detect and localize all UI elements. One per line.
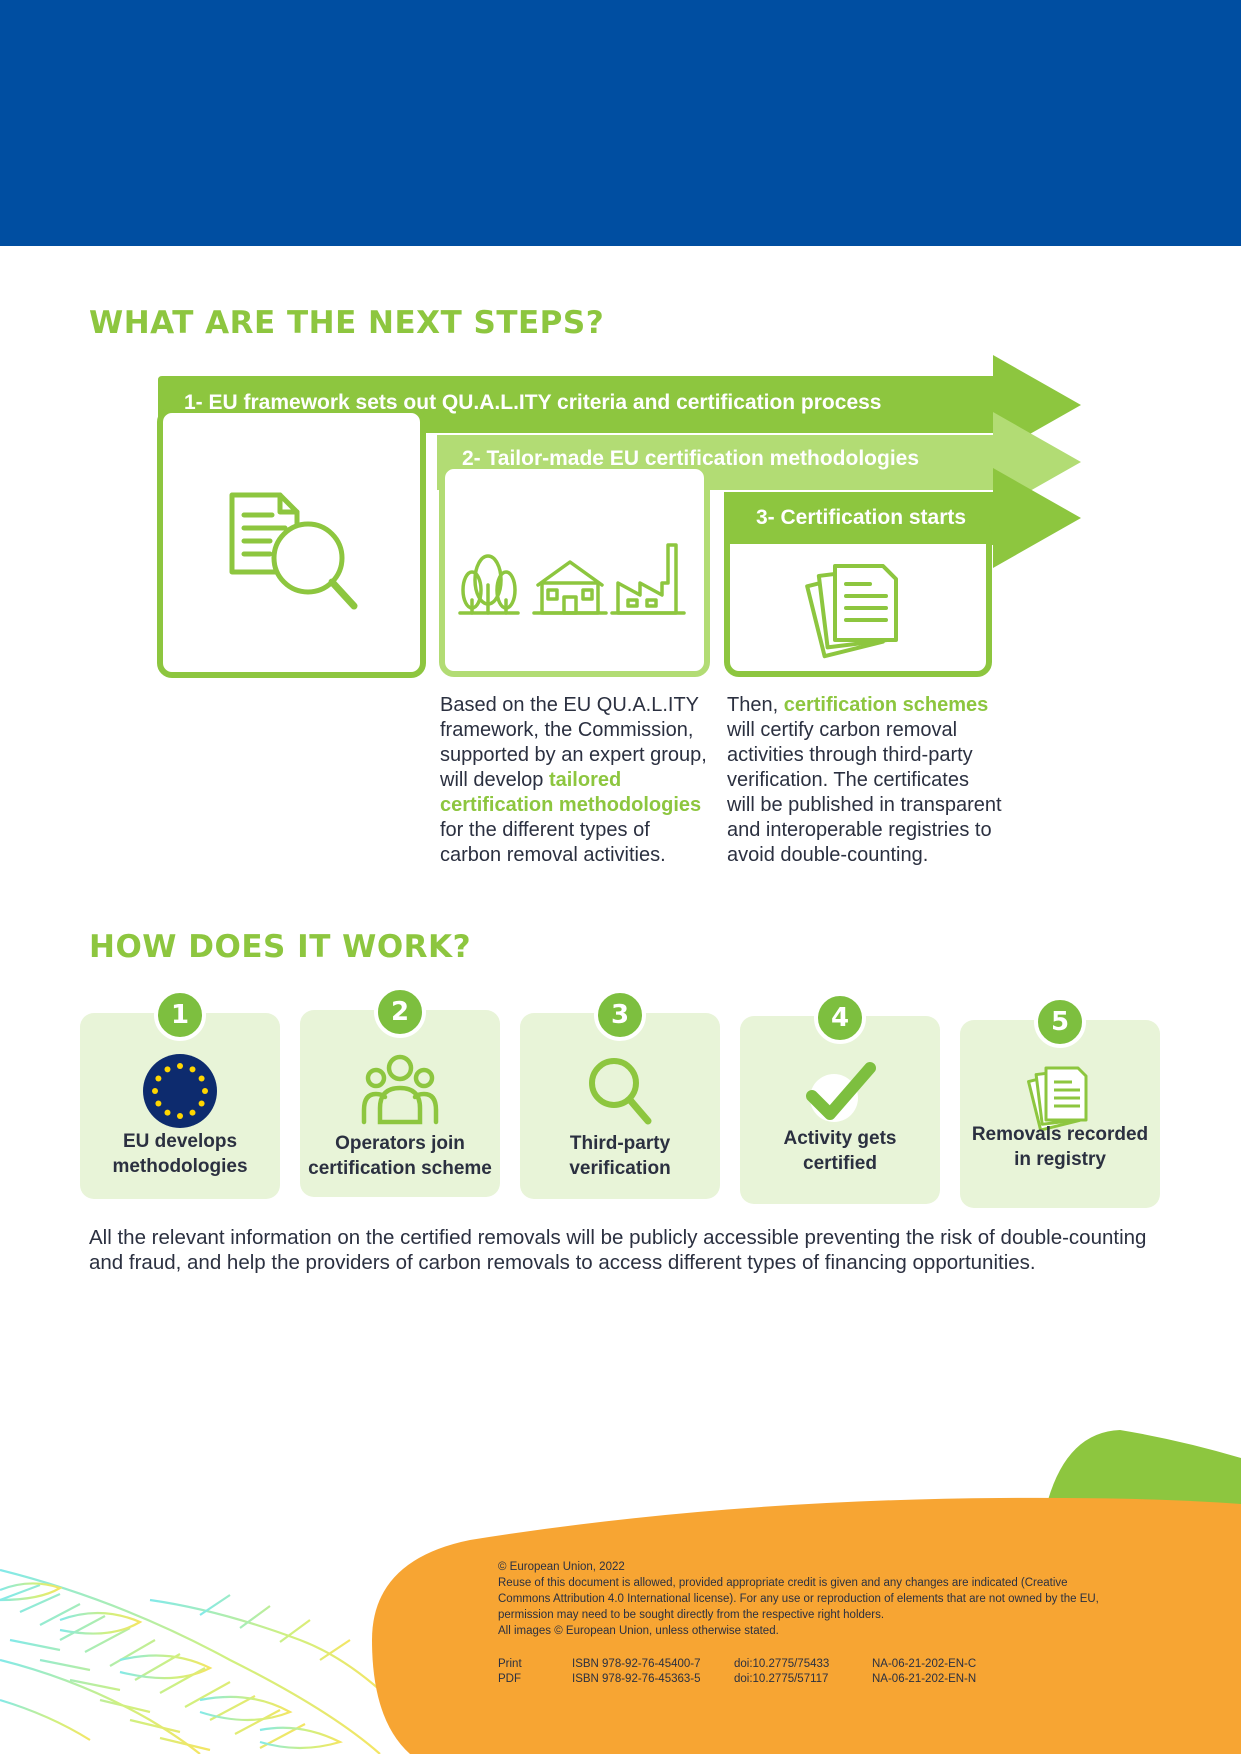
step-number-badge: 5: [1034, 996, 1086, 1048]
publication-row: Print ISBN 978-92-76-45400-7 doi:10.2775…: [498, 1658, 977, 1670]
decorative-footer: [0, 1430, 1241, 1754]
summary-text: All the relevant information on the cert…: [89, 1226, 1147, 1274]
top-blue-band: [0, 0, 1241, 246]
step-number-badge: 4: [814, 992, 866, 1044]
step2-description: Based on the EU QU.A.L.ITY framework, th…: [440, 694, 707, 866]
steps-diagram: [157, 355, 1081, 678]
images-credit-text: All images © European Union, unless othe…: [498, 1625, 779, 1637]
documents-stack-icon: [1027, 1066, 1088, 1132]
magnifier-icon: [589, 1058, 652, 1125]
trees-house-factory-icon: [458, 543, 686, 615]
green-leaf-shape: [1048, 1430, 1241, 1520]
leaf-pattern: [0, 1568, 381, 1754]
step-number-badge: 2: [374, 986, 426, 1038]
people-group-icon: [361, 1054, 439, 1125]
step3-description: Then, certification schemes will certify…: [727, 694, 1002, 866]
step3-highlight: certification schemes: [783, 694, 989, 716]
step2-highlight: tailored certification methodologies: [440, 769, 702, 816]
step2-box: [439, 463, 710, 677]
document-search-icon: [229, 492, 358, 610]
step-number-badge: 1: [154, 989, 206, 1041]
legal-notice: © European Union, 2022 Reuse of this doc…: [498, 1559, 1118, 1639]
step2-label: 2- Tailor-made EU certification methodol…: [462, 447, 920, 470]
eu-flag-icon: [143, 1054, 217, 1128]
documents-stack-icon: [805, 564, 898, 659]
step1-label: 1- EU framework sets out QU.A.L.ITY crit…: [184, 391, 882, 414]
publication-info-table: Print ISBN 978-92-76-45400-7 doi:10.2775…: [498, 1657, 1058, 1687]
step-number-badge: 3: [594, 989, 646, 1041]
copyright-text: © European Union, 2022: [498, 1561, 625, 1573]
publication-row: PDF ISBN 978-92-76-45363-5 doi:10.2775/5…: [498, 1673, 977, 1685]
next-steps-heading: WHAT ARE THE NEXT STEPS?: [89, 305, 605, 341]
how-it-works-heading: HOW DOES IT WORK?: [89, 929, 472, 965]
step3-label: 3- Certification starts: [756, 506, 967, 529]
checkmark-icon: [806, 1062, 876, 1122]
reuse-text: Reuse of this document is allowed, provi…: [498, 1577, 1099, 1621]
orange-blob-shape: [372, 1497, 1241, 1754]
